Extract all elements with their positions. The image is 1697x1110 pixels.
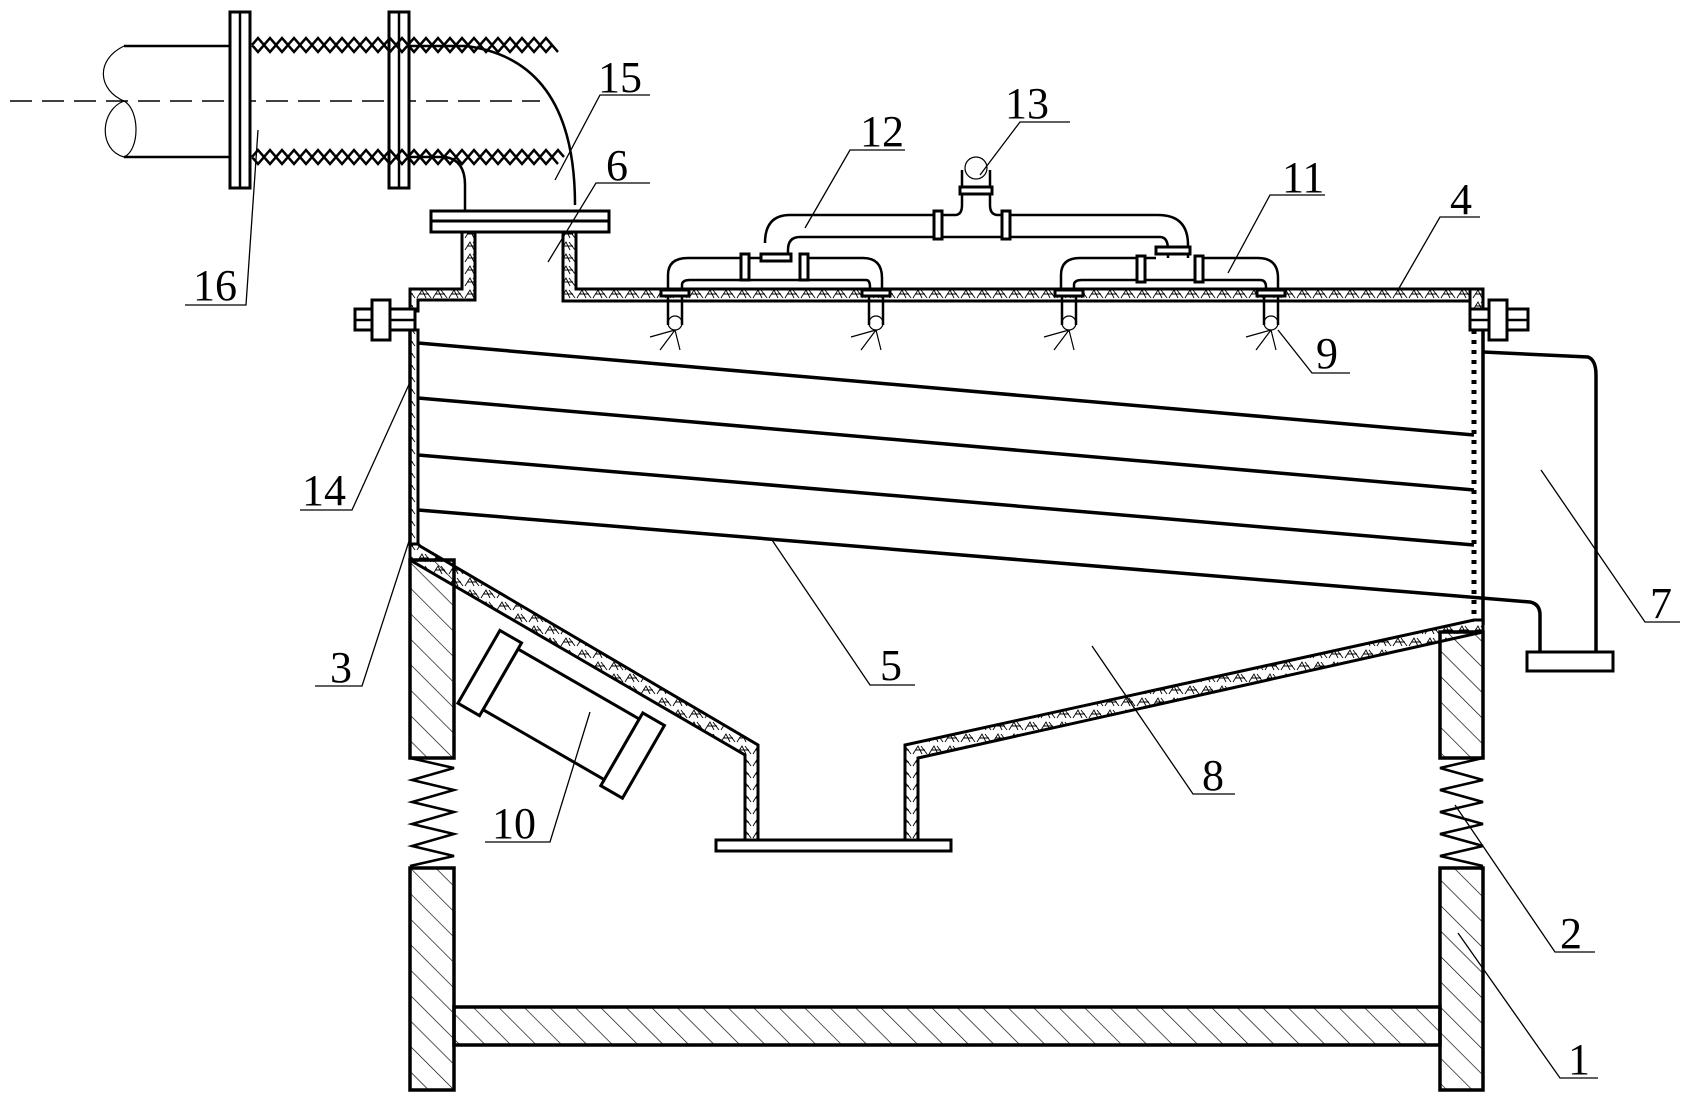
callout-7: 7 [1650,579,1672,628]
inlet-pipe [124,44,230,159]
water-inlet-flange [958,185,994,196]
spray-nozzle [649,288,691,351]
spray-nozzle [850,288,892,351]
callout-labels: 15 6 16 12 13 11 4 9 14 3 5 7 8 10 2 1 [193,53,1672,1084]
callout-8: 8 [1202,751,1224,800]
callout-16: 16 [193,261,237,310]
bellows-bottom [251,148,565,166]
vibration-motor [455,628,667,801]
right-bolt-clamp [1468,298,1530,342]
callout-4: 4 [1450,175,1472,224]
base-crossbeam [452,1005,1442,1047]
branch-pipe-right [1059,256,1280,290]
callout-6: 6 [606,141,628,190]
callout-5: 5 [880,641,902,690]
left-support [407,558,459,1092]
lower-leg-right [1438,866,1485,1092]
screen-deck-bottom [417,508,1542,652]
callout-2: 2 [1560,909,1582,958]
spray-nozzle [1245,288,1287,351]
inlet-flange-bottom [429,219,611,234]
spray-header [763,185,1190,258]
spring-right [1439,756,1484,868]
screen-decks [417,341,1542,652]
screen-deck [417,396,1475,492]
pipe-break-symbol [102,45,137,158]
inlet-nozzle-right-wall [561,230,1485,303]
upper-leg-right [1438,630,1485,760]
housing-top [408,230,1485,332]
spring-left [407,756,459,868]
water-inlet-13 [964,156,988,180]
screen-deck [417,341,1475,437]
discharge-chute [1482,350,1615,673]
leader-lines [185,94,1680,1079]
screen-deck [417,453,1475,547]
elbow-pipe [409,44,577,210]
spray-system [666,156,1280,290]
spray-nozzles [649,288,1287,351]
right-screen-wall [1471,330,1485,625]
inlet-nozzle-left-wall [408,230,477,313]
left-bolt-clamp [353,298,417,342]
callout-11: 11 [1282,153,1324,202]
callout-1: 1 [1568,1035,1590,1084]
callout-10: 10 [492,799,536,848]
hopper-right-wall [903,618,1485,842]
callout-3: 3 [330,643,352,692]
callout-15: 15 [598,53,642,102]
hopper-outlet-flange [714,838,953,853]
callout-12: 12 [860,107,904,156]
callout-14: 14 [302,466,346,515]
branch-pipe-left [666,256,884,290]
feed-pipe-assembly [10,10,611,234]
callout-13: 13 [1005,79,1049,128]
lower-leg-left [408,866,456,1092]
callout-9: 9 [1316,329,1338,378]
bellows-top [251,36,559,54]
spray-nozzle [1043,288,1085,351]
right-support [1438,630,1485,1092]
upper-leg-left [408,558,456,760]
